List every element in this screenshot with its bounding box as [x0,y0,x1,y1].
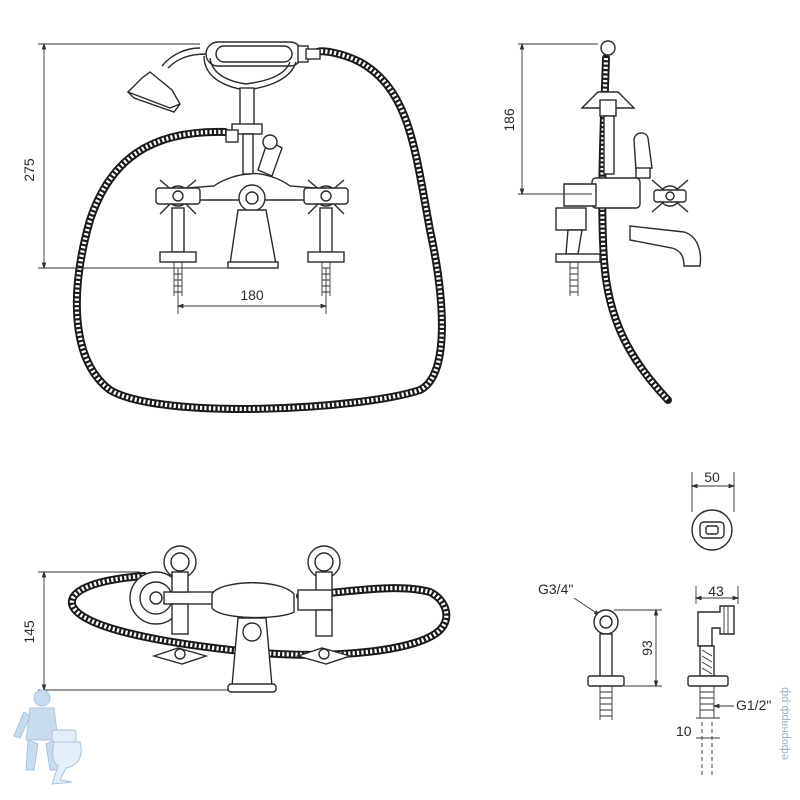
front-hose [72,47,446,413]
right-cross-handle [303,179,349,296]
front-width-dimension: 180 [176,268,328,314]
side-height-dimension: 186 [501,42,598,196]
dim-43-label: 43 [708,583,724,599]
watermark-text: ефорнярф.рф [779,687,791,760]
dim-275-label: 275 [21,158,37,182]
front-body [155,129,349,296]
dim-g34-label: G3/4" [538,581,573,597]
dim-180-label: 180 [240,287,264,303]
plumber-logo [13,689,82,785]
elbow-detail: 43 G1/2" 10 [676,583,771,776]
side-cradle [580,40,636,175]
dim-186-label: 186 [501,108,517,132]
dim-93-label: 93 [639,640,655,656]
side-view: 186 [501,40,702,404]
dim-10-label: 10 [676,723,692,739]
dim-g12-label: G1/2" [736,697,771,713]
top-body [129,545,353,693]
dim-145-label: 145 [21,620,37,644]
top-depth-dimension: 145 [21,570,228,692]
left-cross-handle [155,179,201,296]
dim-50-label: 50 [704,469,720,485]
front-handshower [126,41,321,135]
inlet-leg-detail: G3/4" 93 [538,581,662,720]
side-body [555,132,702,296]
front-view: 275 180 [21,41,446,413]
front-height-dimension: 275 [21,42,230,270]
wall-mount-detail: 50 [690,469,736,551]
top-view: 145 [21,545,451,693]
